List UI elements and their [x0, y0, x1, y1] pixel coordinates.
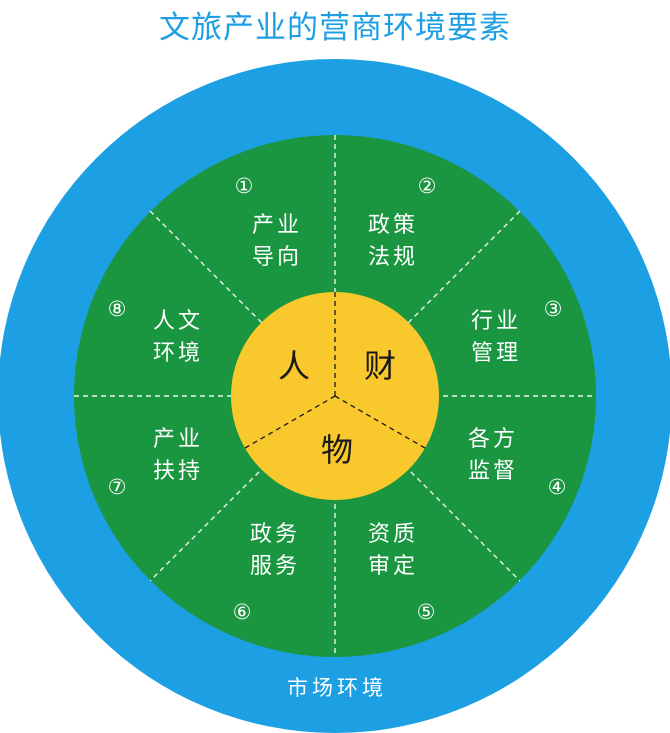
segment-1-number: ①	[235, 174, 254, 198]
segment-3-label-line1: 行业	[471, 309, 521, 334]
market-environment-label: 市场环境	[287, 676, 387, 700]
segment-6-label-line2: 服务	[250, 554, 300, 579]
segment-2-label-line1: 政策	[368, 213, 418, 238]
core-finance: 财	[364, 347, 396, 385]
core-people: 人	[278, 347, 310, 385]
core-materials: 物	[321, 431, 353, 469]
segment-5-label-line2: 审定	[368, 554, 418, 579]
segment-7-number: ⑦	[108, 475, 127, 499]
segment-2-number: ②	[418, 174, 437, 198]
segment-4-label-line1: 各方	[468, 427, 518, 452]
segment-6-label-line1: 政务	[250, 522, 300, 547]
segment-1-label-line1: 产业	[252, 213, 302, 238]
segment-4-label-line2: 监督	[468, 459, 518, 484]
segment-5-number: ⑤	[417, 600, 436, 624]
segment-7-label-line1: 产业	[153, 427, 203, 452]
diagram-title: 文旅产业的营商环境要素	[159, 10, 511, 46]
segment-8-label-line2: 环境	[153, 341, 203, 366]
segment-2-label-line2: 法规	[368, 245, 418, 270]
segment-3-label-line2: 管理	[471, 341, 521, 366]
segment-7-label-line2: 扶持	[153, 459, 203, 484]
segment-3-number: ③	[544, 297, 563, 321]
segment-4-number: ④	[548, 475, 567, 499]
segment-5-label-line1: 资质	[368, 522, 418, 547]
segment-6-number: ⑥	[233, 600, 252, 624]
segment-8-number: ⑧	[108, 297, 127, 321]
segment-8-label-line1: 人文	[153, 309, 203, 334]
segment-1-label-line2: 导向	[252, 245, 302, 270]
